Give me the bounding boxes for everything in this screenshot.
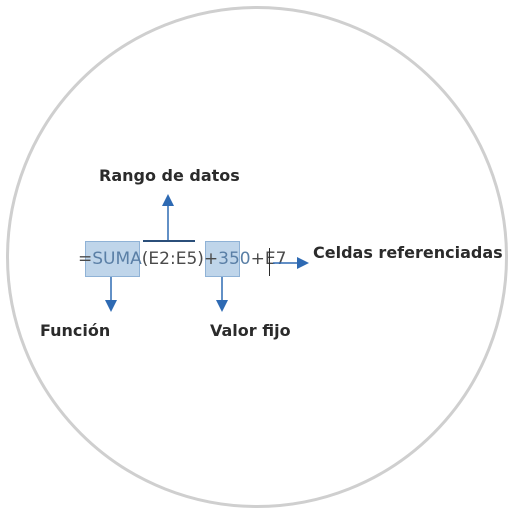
- formula-rest: +E7: [251, 249, 287, 269]
- text-cursor: [269, 248, 270, 276]
- function-label: Función: [40, 321, 111, 340]
- cells-label: Celdas referenciadas: [313, 243, 503, 262]
- formula-text: =SUMA(E2:E5)+350+E7: [78, 249, 286, 269]
- range-bracket: [143, 240, 195, 242]
- fixed-value-highlight: [205, 241, 240, 277]
- formula-equals: =: [78, 249, 93, 269]
- formula-fixed: 350: [218, 249, 251, 269]
- formula-range: (E2:E5)+: [141, 249, 219, 269]
- function-highlight: [85, 241, 140, 277]
- fixed-value-label: Valor fijo: [210, 321, 291, 340]
- formula-function: SUMA: [92, 249, 142, 269]
- range-label: Rango de datos: [99, 166, 240, 185]
